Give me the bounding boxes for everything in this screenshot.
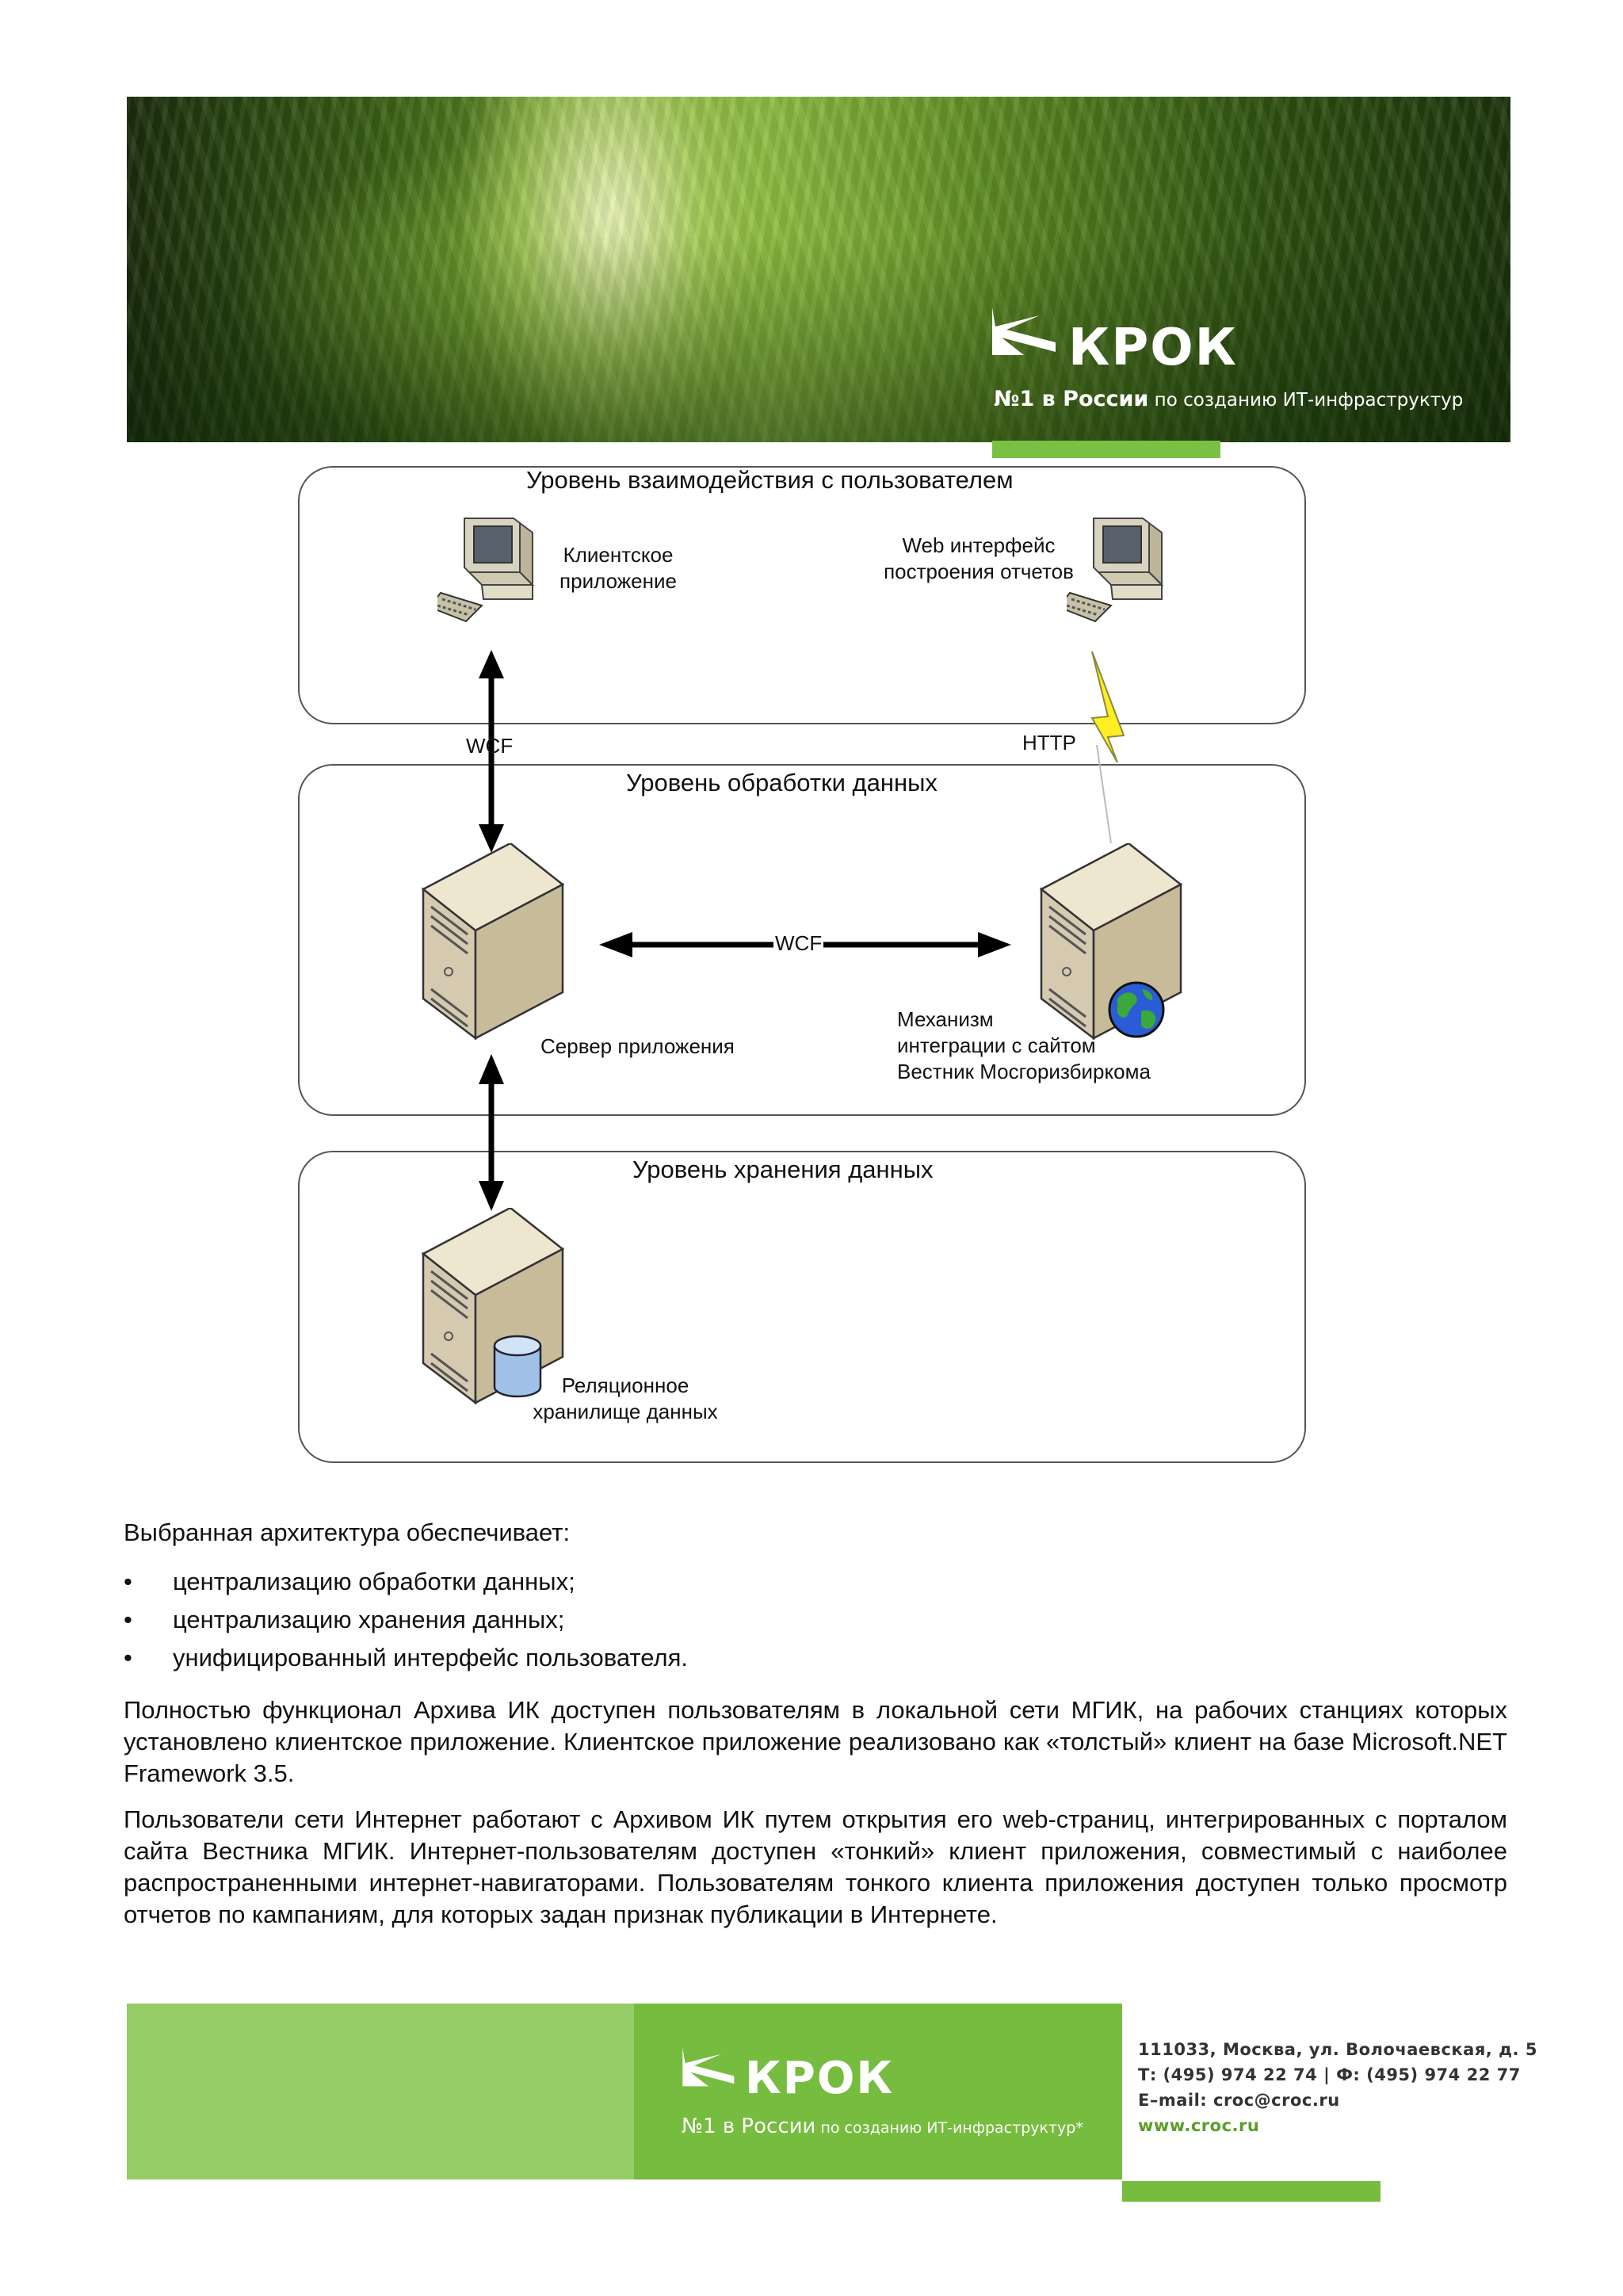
- wcf-center-label: WCF: [773, 931, 824, 956]
- paragraph-thin-client: Пользователи сети Интернет работают с Ар…: [124, 1805, 1507, 1928]
- header-brand: КРОК: [1068, 319, 1238, 377]
- tier-storage-title: Уровень хранения данных: [632, 1156, 934, 1183]
- http-label: HTTP: [1022, 731, 1076, 755]
- bullet-icon: •: [124, 1606, 132, 1633]
- footer-tagline: №1 в России по созданию ИТ-инфраструктур…: [682, 2115, 1083, 2138]
- footer-email[interactable]: E–mail: croc@croc.ru: [1138, 2091, 1340, 2110]
- intro-text: Выбранная архитектура обеспечивает:: [124, 1519, 571, 1546]
- header-accent-strip: [992, 441, 1220, 458]
- header-banner: КРОК №1 в России по созданию ИТ-инфрастр…: [127, 97, 1510, 442]
- client-workstation-icon: [437, 518, 535, 623]
- footer-croc-logo-icon: [682, 2047, 735, 2087]
- integration-label: Механизм интеграции с сайтом Вестник Мос…: [897, 1007, 1151, 1083]
- header-tagline: №1 в России по созданию ИТ-инфраструктур: [994, 387, 1464, 411]
- bullet-icon: •: [124, 1568, 132, 1595]
- http-bolt-icon: [1090, 651, 1125, 763]
- database-cylinder-icon: [493, 1335, 542, 1398]
- wcf-left-label: WCF: [466, 734, 514, 758]
- diagram-connectors: [479, 650, 1125, 1211]
- tier-processing-title: Уровень обработки данных: [626, 769, 938, 797]
- banner-forest-texture: [127, 97, 1510, 442]
- app-server-icon: [421, 843, 565, 1041]
- footer-website-link[interactable]: www.croc.ru: [1138, 2116, 1260, 2135]
- app-server-label: Сервер приложения: [540, 1034, 735, 1058]
- footer-address: 111033, Москва, ул. Волочаевская, д. 5: [1138, 2040, 1537, 2059]
- footer-contacts: 111033, Москва, ул. Волочаевская, д. 5 Т…: [1138, 2037, 1537, 2138]
- rdb-label: Реляционное хранилище данных: [533, 1373, 718, 1423]
- footer-phones: Т: (495) 974 22 74 | Ф: (495) 974 22 77: [1138, 2065, 1521, 2084]
- client-app-label: Клиентское приложение: [559, 543, 677, 593]
- globe-icon: [1108, 981, 1165, 1038]
- footer-band-dark: КРОК №1 в России по созданию ИТ-инфрастр…: [634, 2004, 1122, 2179]
- bullet-icon: •: [124, 1644, 132, 1671]
- tier-user-title: Уровень взаимодействия с пользователем: [526, 466, 1014, 494]
- footer-band-light: [127, 2004, 634, 2179]
- paragraph-thick-client: Полностью функционал Архива ИК доступен …: [124, 1696, 1507, 1787]
- croc-logo-icon: [992, 308, 1056, 355]
- footer-accent-strip: [1122, 2181, 1381, 2202]
- footer-brand: КРОК: [745, 2053, 895, 2104]
- web-ui-label: Web интерфейс построения отчетов: [884, 533, 1074, 583]
- web-workstation-icon: [1067, 518, 1164, 623]
